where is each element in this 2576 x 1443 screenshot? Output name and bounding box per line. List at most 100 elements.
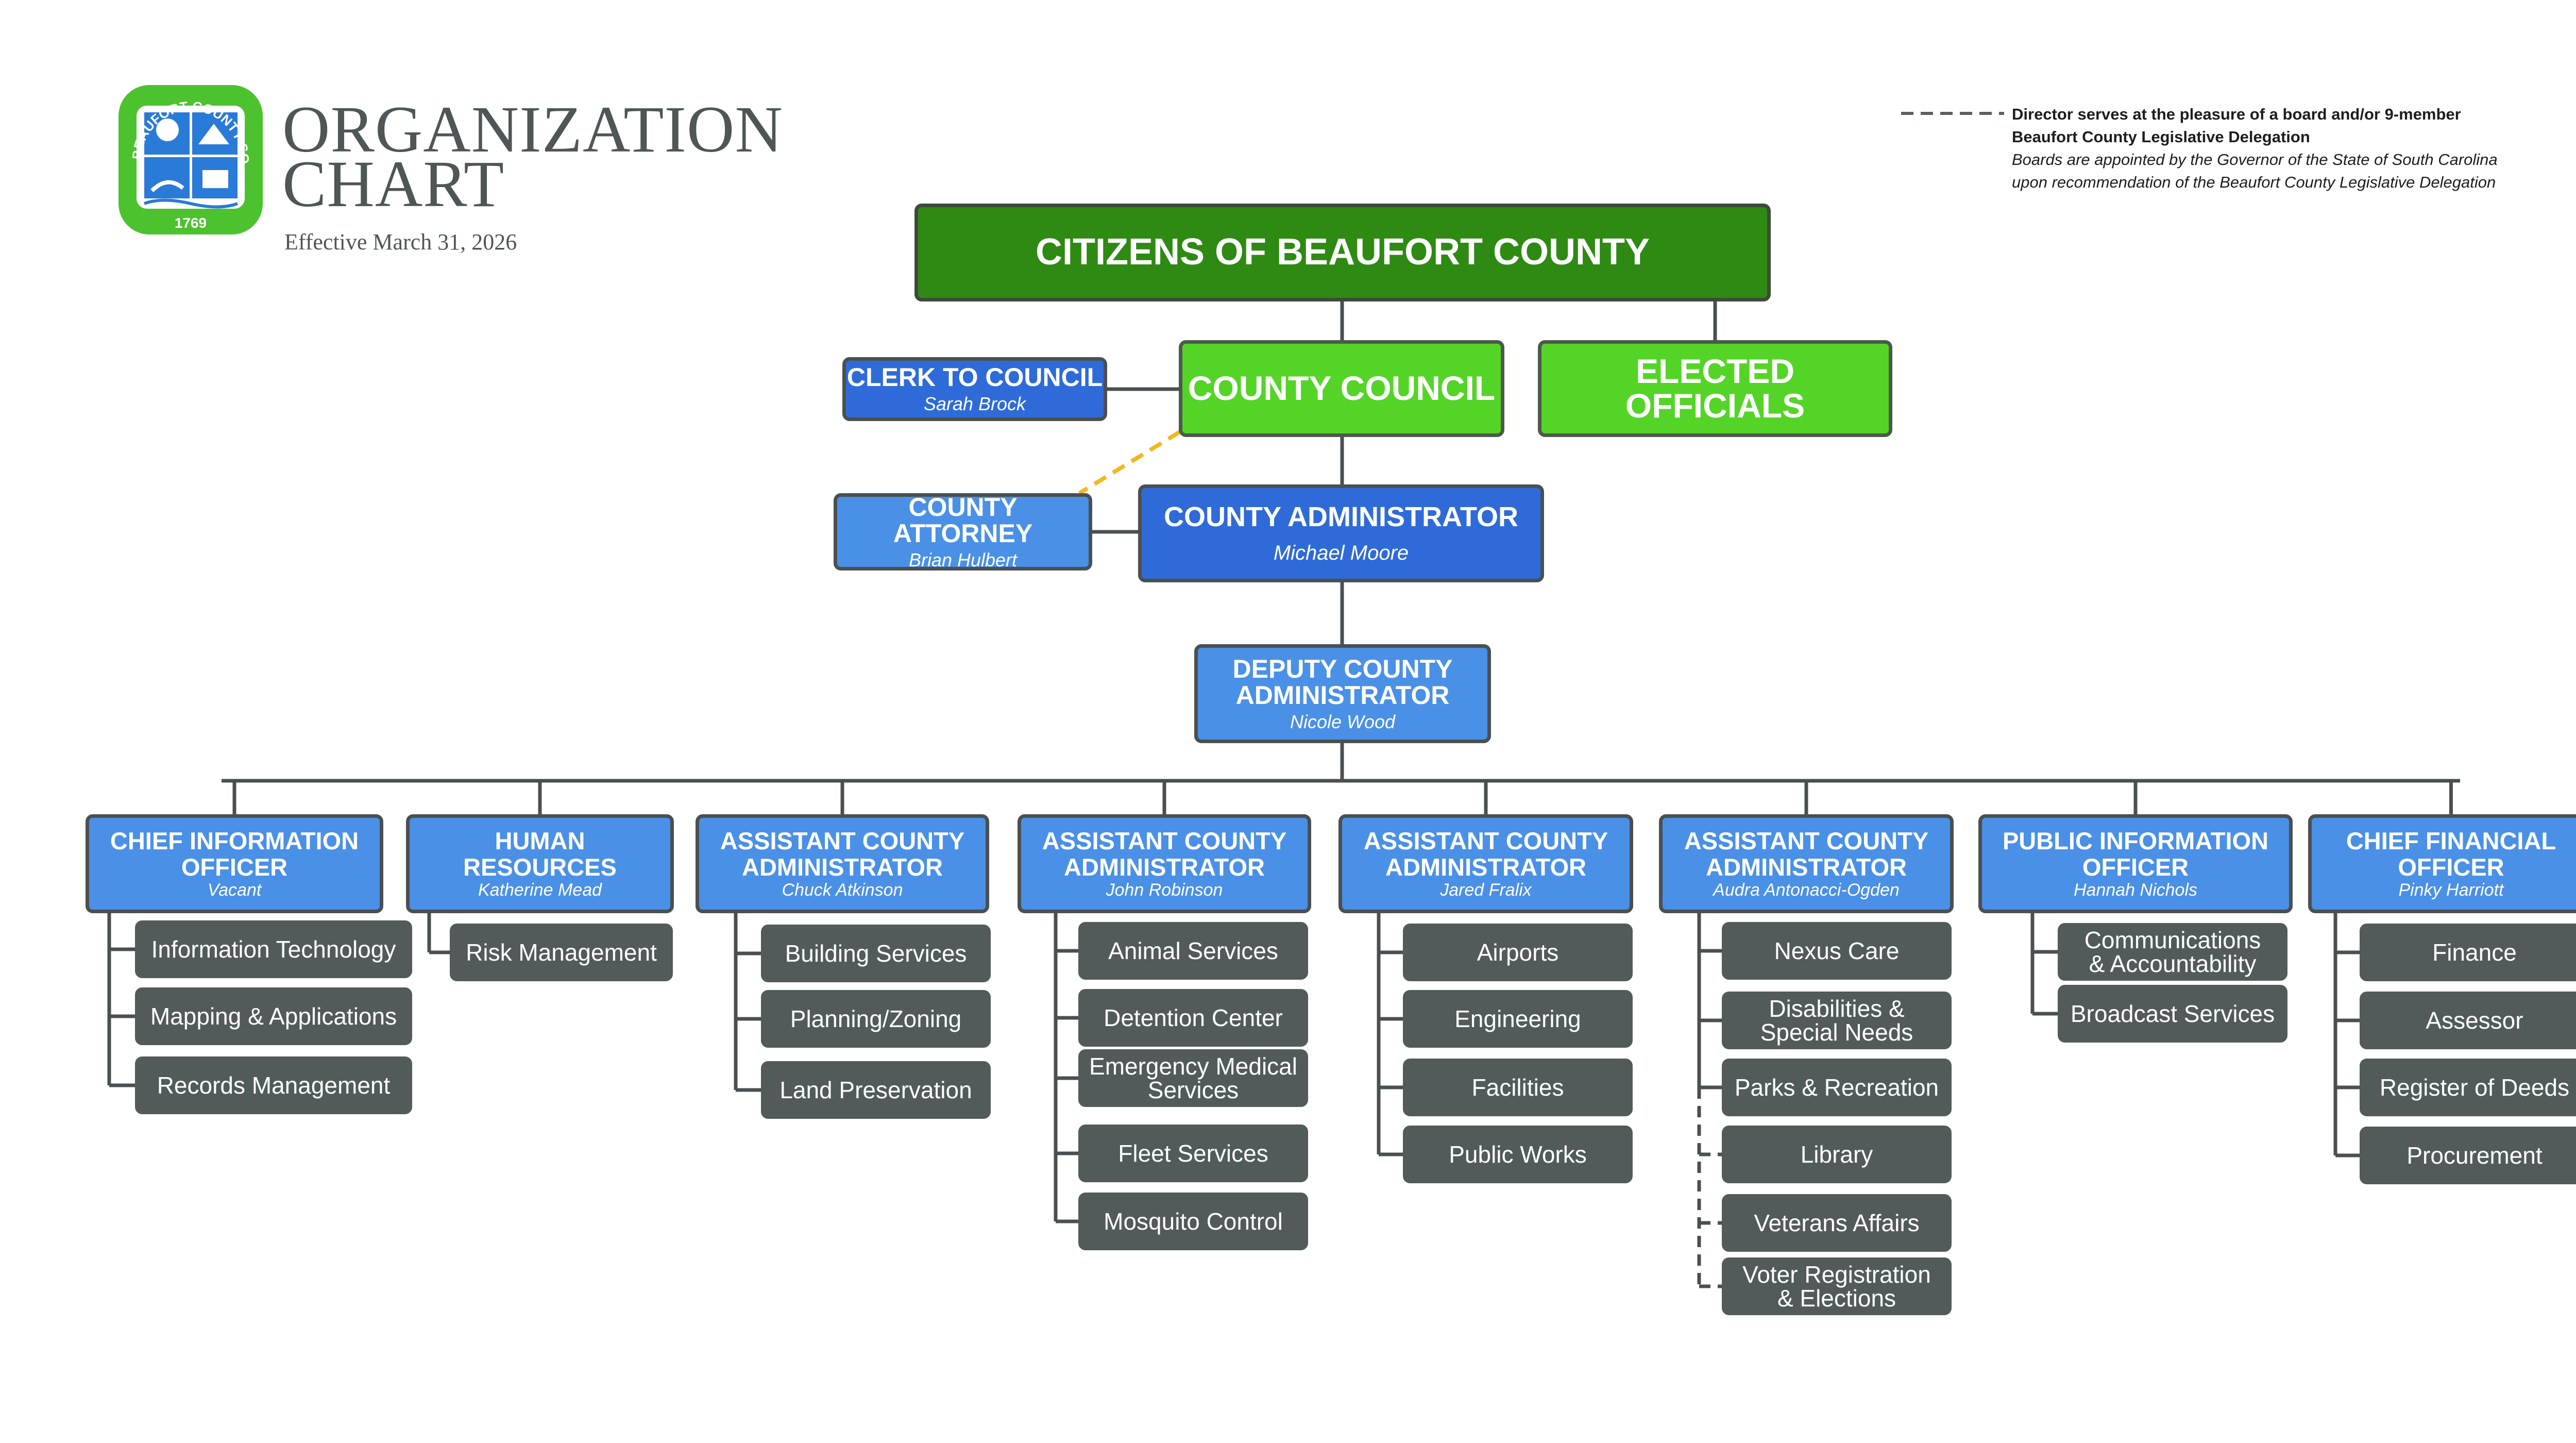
department-item[interactable]: Mosquito Control [1078,1193,1308,1250]
line-attorney-dashed-link [1078,430,1181,495]
department-item-label: Fleet Services [1118,1140,1268,1167]
category-title-line-2: ADMINISTRATOR [742,853,943,881]
department-item[interactable]: Detention Center [1078,989,1308,1047]
department-item[interactable]: Library [1722,1126,1952,1183]
department-item[interactable]: Disabilities & Special Needs [1722,992,1952,1049]
elected-officials-box[interactable]: ELECTED OFFICIALS [1538,340,1892,437]
department-item-label: Mapping & Applications [150,1003,397,1030]
department-item-label: Assessor [2426,1007,2523,1034]
legend-dashed-line [1901,112,2004,115]
department-item[interactable]: Engineering [1403,990,1633,1048]
department-item[interactable]: Airports [1403,924,1633,981]
department-item-label: Facilities [1471,1074,1564,1101]
department-item[interactable]: Register of Deeds [2360,1059,2576,1116]
department-item[interactable]: Voter Registration & Elections [1722,1257,1952,1315]
department-item[interactable]: Information Technology [135,920,412,978]
department-item[interactable]: Facilities [1403,1059,1633,1116]
department-item-label: Information Technology [151,936,396,963]
department-item[interactable]: Broadcast Services [2058,985,2287,1043]
category-title-line-1: ASSISTANT COUNTY [1684,827,1929,854]
department-item-label: Disabilities & Special Needs [1760,995,1913,1046]
elected-officials-label: ELECTED OFFICIALS [1625,351,1805,425]
category-lead-name: Hannah Nichols [2073,880,2198,900]
department-item[interactable]: Records Management [135,1056,412,1114]
category-title-line-2: OFFICER [2398,853,2504,881]
category-title-line-2: ADMINISTRATOR [1706,853,1907,881]
department-item[interactable]: Mapping & Applications [135,987,412,1045]
citizens-box[interactable]: CITIZENS OF BEAUFORT COUNTY [914,204,1771,301]
department-item-label: Register of Deeds [2379,1074,2570,1101]
deputy-title-line-1: DEPUTY COUNTY [1232,654,1453,683]
department-item[interactable]: Nexus Care [1722,922,1952,980]
category-title-line-1: CHIEF INFORMATION [110,827,359,854]
department-item[interactable]: Veterans Affairs [1722,1194,1952,1252]
department-item-label: Parks & Recreation [1734,1074,1939,1101]
category-title-line-2: RESOURCES [463,853,617,881]
seal-year: 1769 [175,215,207,231]
department-item-label: Mosquito Control [1104,1208,1283,1235]
department-item[interactable]: Procurement [2360,1127,2576,1184]
category-title-line-2: ADMINISTRATOR [1385,853,1586,881]
department-item-label: Communications & Accountability [2084,927,2261,977]
category-lead-name: Jared Fralix [1440,880,1532,900]
department-item-label: Detention Center [1104,1004,1283,1031]
category-title-line-1: PUBLIC INFORMATION [2002,827,2269,854]
legend-line-1: Director serves at the pleasure of a boa… [2012,105,2461,123]
legend-note-1: Boards are appointed by the Governor of … [2012,150,2498,169]
department-item[interactable]: Assessor [2360,992,2576,1049]
department-item[interactable]: Risk Management [450,924,673,981]
deputy-title-line-2: ADMINISTRATOR [1235,680,1450,710]
county-council-box[interactable]: COUNTY COUNCIL [1179,340,1504,437]
county-administrator-box[interactable]: COUNTY ADMINISTRATOR Michael Moore [1138,484,1544,582]
title-line-1: ORGANIZATION [282,93,783,166]
category-title-line-2: ADMINISTRATOR [1064,853,1265,881]
effective-date: Effective March 31, 2026 [284,229,517,255]
department-item-label: Land Preservation [779,1077,972,1103]
county-seal-logo: BEAUFORT COUNTY SOUTH CAROLINA 1769 [116,82,263,234]
department-item[interactable]: Parks & Recreation [1722,1059,1952,1116]
citizens-label: CITIZENS OF BEAUFORT COUNTY [1036,231,1650,273]
category-title-line-2: OFFICER [181,853,288,881]
category-title-line-1: ASSISTANT COUNTY [720,827,965,854]
department-item[interactable]: Public Works [1403,1126,1633,1183]
department-item-label: Procurement [2406,1142,2543,1169]
department-item[interactable]: Communications & Accountability [2058,923,2287,981]
department-item-label: Records Management [157,1072,391,1099]
legend: Director serves at the pleasure of a boa… [1901,103,2498,194]
department-item[interactable]: Finance [2360,924,2576,981]
legend-line-2: Beaufort County Legislative Delegation [2012,128,2310,146]
administrator-title: COUNTY ADMINISTRATOR [1164,501,1518,533]
department-item[interactable]: Planning/Zoning [761,990,991,1048]
department-item-label: Voter Registration & Elections [1742,1261,1931,1312]
category-lead-name: John Robinson [1106,880,1223,900]
title-line-2: CHART [282,147,505,221]
department-item-label: Broadcast Services [2070,1000,2275,1027]
department-item-label: Public Works [1449,1141,1587,1168]
department-item-label: Animal Services [1108,937,1278,964]
category-lead-name: Katherine Mead [478,880,602,900]
department-item[interactable]: Animal Services [1078,922,1308,980]
category-title-line-1: ASSISTANT COUNTY [1363,827,1608,854]
administrator-name: Michael Moore [1273,542,1409,565]
department-item[interactable]: Building Services [761,925,991,982]
county-council-label: COUNTY COUNCIL [1188,369,1496,408]
department-item[interactable]: Fleet Services [1078,1125,1308,1182]
deputy-name: Nicole Wood [1290,711,1396,732]
page-title: ORGANIZATION CHART [282,93,783,221]
category-title-line-1: ASSISTANT COUNTY [1042,827,1287,854]
department-item-label: Emergency Medical Services [1089,1053,1297,1103]
department-item[interactable]: Land Preservation [761,1061,991,1119]
department-item[interactable]: Emergency Medical Services [1078,1049,1308,1107]
